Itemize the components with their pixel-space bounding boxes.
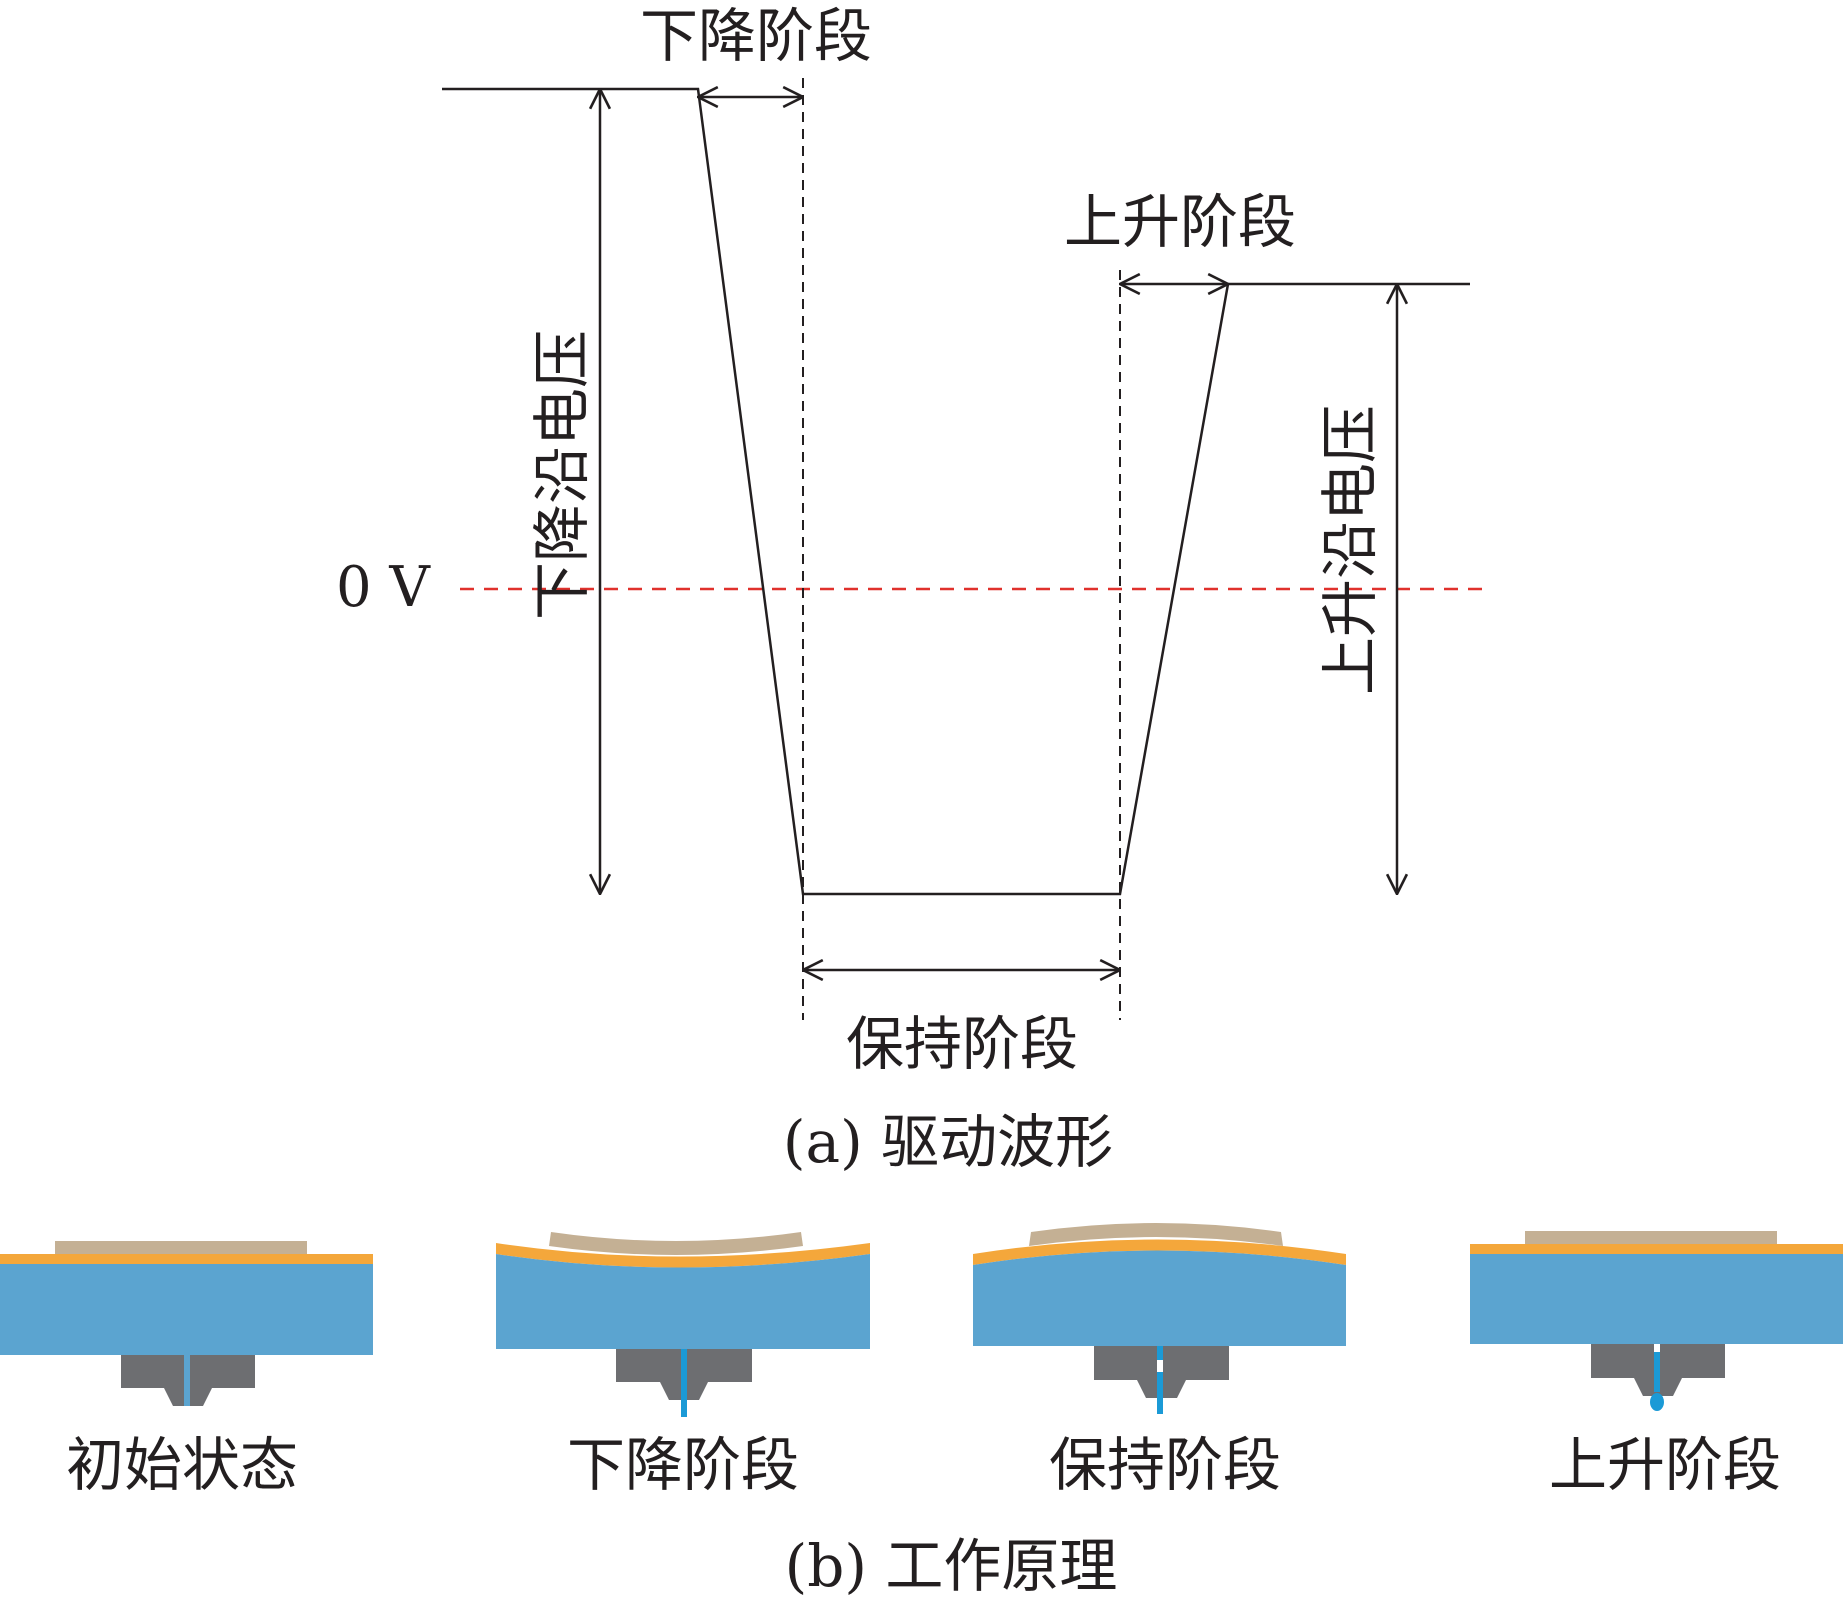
vibrating-membrane xyxy=(0,1254,373,1264)
rising-phase-label: 上升阶段 xyxy=(1064,188,1296,256)
stage-hold: 保持阶段 xyxy=(973,1223,1346,1499)
piezo-element xyxy=(549,1232,803,1255)
nozzle-ink-channel xyxy=(1654,1350,1660,1392)
stage-label: 上升阶段 xyxy=(1549,1431,1781,1499)
pressure-chamber xyxy=(1470,1254,1843,1344)
piezo-element xyxy=(1525,1231,1777,1246)
piezo-element xyxy=(55,1241,307,1256)
nozzle-gap xyxy=(1654,1344,1660,1352)
pressure-chamber xyxy=(973,1250,1346,1346)
stage-rising: 上升阶段 xyxy=(1470,1231,1843,1499)
waveform-trace xyxy=(442,87,1470,896)
pressure-chamber xyxy=(496,1254,870,1349)
ink-droplet xyxy=(1650,1393,1664,1411)
nozzle-ink-channel xyxy=(184,1355,190,1406)
zero-voltage-label: 0 V xyxy=(336,555,431,620)
principle-caption: (b) 工作原理 xyxy=(785,1532,1118,1600)
vibrating-membrane xyxy=(1470,1244,1843,1254)
piezo-element xyxy=(1029,1223,1283,1246)
nozzle-ink-channel xyxy=(681,1349,687,1417)
principle-panel: 初始状态 下降阶段 保持阶段 xyxy=(0,1223,1843,1600)
stage-label: 保持阶段 xyxy=(1049,1431,1281,1499)
stage-falling: 下降阶段 xyxy=(496,1232,870,1499)
waveform-panel: 0 V 下降阶段 上升阶段 保持阶段 下降沿电压 上升沿电压 (a) 驱动波形 xyxy=(336,2,1490,1176)
meniscus-neck xyxy=(1157,1360,1163,1372)
waveform-caption: (a) 驱动波形 xyxy=(783,1108,1113,1176)
falling-phase-label: 下降阶段 xyxy=(640,2,872,70)
falling-voltage-label: 下降沿电压 xyxy=(528,330,596,620)
vibrating-membrane xyxy=(973,1239,1346,1265)
stage-initial: 初始状态 xyxy=(0,1241,373,1499)
vibrating-membrane xyxy=(496,1243,870,1268)
pressure-chamber xyxy=(0,1264,373,1355)
rising-voltage-label: 上升沿电压 xyxy=(1316,405,1384,695)
hold-phase-label: 保持阶段 xyxy=(846,1010,1078,1078)
stage-label: 下降阶段 xyxy=(567,1431,799,1499)
nozzle-ink-channel xyxy=(1157,1346,1163,1414)
stage-label: 初始状态 xyxy=(66,1431,298,1499)
